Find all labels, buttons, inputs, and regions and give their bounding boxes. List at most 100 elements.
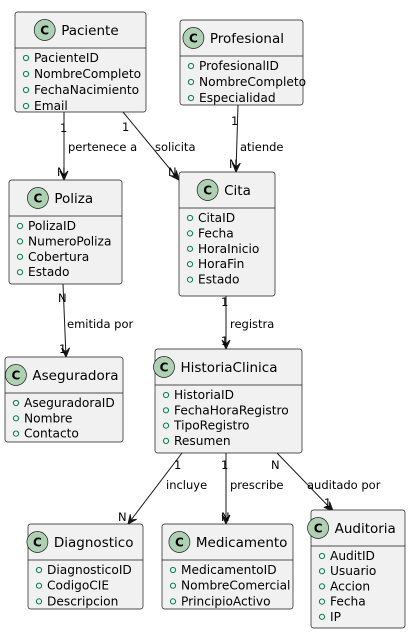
relation-label: atiende xyxy=(240,140,284,154)
class-box xyxy=(4,356,124,443)
relation-paciente-cita: solicita 1N xyxy=(122,111,196,181)
source-multiplicity: N xyxy=(58,291,67,305)
relation-paciente-poliza: pertenece a1N xyxy=(57,112,137,182)
class-attribute: Accion xyxy=(330,579,370,593)
target-multiplicity: 1 xyxy=(59,342,66,356)
class-stereotype-letter: C xyxy=(314,521,323,535)
attribute-visibility-icon xyxy=(162,437,170,444)
class-name: Poliza xyxy=(54,191,93,207)
class-attribute: NombreCompleto xyxy=(199,75,306,89)
class-attribute: FechaNacimiento xyxy=(34,83,139,97)
class-name: Paciente xyxy=(61,23,118,39)
class-attribute: Cobertura xyxy=(28,250,89,264)
class-attribute: IP xyxy=(330,610,341,624)
attribute-visibility-icon xyxy=(16,253,24,260)
class-attribute: Nombre xyxy=(24,411,72,425)
attribute-visibility-icon xyxy=(35,566,43,574)
class-attribute: DiagnosticoID xyxy=(47,563,132,577)
attribute-visibility-icon xyxy=(169,598,177,605)
attribute-visibility-icon xyxy=(35,598,43,605)
arrowhead-icon xyxy=(169,170,180,181)
source-multiplicity: N xyxy=(271,458,280,472)
attribute-visibility-icon xyxy=(318,568,326,575)
attribute-visibility-icon xyxy=(162,391,170,399)
class-stereotype-icon xyxy=(26,531,49,553)
class-attribute: HistoriaID xyxy=(174,388,234,402)
class-stereotype-icon xyxy=(307,517,329,539)
attribute-visibility-icon xyxy=(12,415,20,422)
class-box xyxy=(161,523,294,610)
class-stereotype-icon xyxy=(153,356,175,378)
attribute-visibility-icon xyxy=(187,62,195,70)
class-stereotype-icon xyxy=(168,531,191,553)
class-name: Auditoria xyxy=(335,521,396,537)
class-attribute: HoraInicio xyxy=(198,242,259,256)
attribute-visibility-icon xyxy=(12,399,20,407)
source-multiplicity: 1 xyxy=(231,114,238,128)
attribute-visibility-icon xyxy=(187,94,195,102)
class-stereotype-icon xyxy=(33,19,56,41)
class-name: Diagnostico xyxy=(54,535,134,551)
class-attribute: ProfesionalID xyxy=(199,59,279,73)
attribute-visibility-icon xyxy=(318,583,326,590)
class-stereotype-letter: C xyxy=(33,535,42,549)
arrowhead-icon xyxy=(323,501,334,512)
class-stereotype-letter: C xyxy=(189,31,198,45)
target-multiplicity: N xyxy=(168,165,177,179)
class-attribute: Estado xyxy=(198,273,240,287)
attribute-visibility-icon xyxy=(186,276,194,283)
relation-label: auditado por xyxy=(307,478,381,492)
class-attribute: CodigoCIE xyxy=(47,579,109,593)
attribute-visibility-icon xyxy=(22,86,30,94)
class-attribute: PolizaID xyxy=(28,219,76,233)
source-multiplicity: 1 xyxy=(122,120,129,134)
attribute-visibility-icon xyxy=(16,222,24,230)
class-name: HistoriaClinica xyxy=(181,360,278,376)
class-stereotype-letter: C xyxy=(160,360,169,374)
attribute-visibility-icon xyxy=(22,70,30,78)
class-attribute: Email xyxy=(34,99,68,113)
class-stereotype-letter: C xyxy=(40,23,49,37)
attribute-visibility-icon xyxy=(169,566,177,574)
attribute-visibility-icon xyxy=(169,582,177,589)
class-attribute: Descripcion xyxy=(47,594,118,608)
class-attribute: NumeroPoliza xyxy=(28,234,111,248)
class-name: Profesional xyxy=(210,31,284,47)
class-attribute: Fecha xyxy=(198,226,234,240)
class-attribute: Usuario xyxy=(330,564,376,578)
class-box xyxy=(27,523,144,610)
source-multiplicity: 1 xyxy=(221,458,228,472)
attribute-visibility-icon xyxy=(16,269,24,276)
attribute-visibility-icon xyxy=(187,78,195,86)
class-attribute: AseguradoraID xyxy=(24,396,115,410)
attribute-visibility-icon xyxy=(318,613,326,620)
class-name: Cita xyxy=(224,183,251,199)
attribute-visibility-icon xyxy=(35,582,43,589)
class-attribute: NombreCompleto xyxy=(34,67,141,81)
attribute-visibility-icon xyxy=(22,102,30,110)
relations-layer: pertenece a1Nsolicita1Natiende1Nemitida … xyxy=(57,104,381,526)
attribute-visibility-icon xyxy=(12,430,20,437)
class-attribute: Fecha xyxy=(330,595,366,609)
arrowhead-icon xyxy=(221,514,231,526)
arrowhead-icon xyxy=(231,162,241,174)
relation-label: solicita xyxy=(155,140,196,154)
attribute-visibility-icon xyxy=(162,407,170,414)
relation-line xyxy=(235,104,239,173)
class-stereotype-icon xyxy=(27,187,49,209)
relation-line xyxy=(62,283,67,358)
class-attribute: Estado xyxy=(28,265,70,279)
attribute-visibility-icon xyxy=(186,214,194,222)
attribute-visibility-icon xyxy=(22,54,30,62)
source-multiplicity: 1 xyxy=(60,121,67,135)
attribute-visibility-icon xyxy=(318,552,326,560)
class-name: Aseguradora xyxy=(32,368,118,384)
attribute-visibility-icon xyxy=(186,261,194,268)
class-attribute: Especialidad xyxy=(199,91,276,105)
